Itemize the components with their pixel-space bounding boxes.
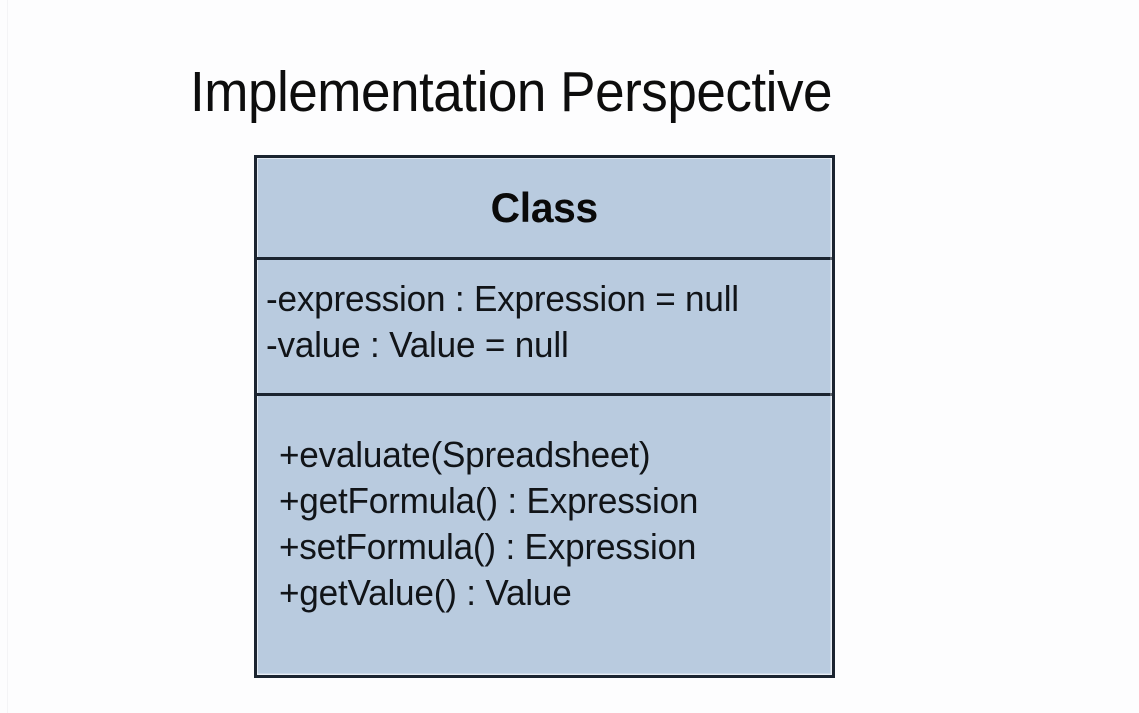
class-name: Class	[490, 183, 599, 231]
page-title: Implementation Perspective	[190, 60, 833, 124]
class-name-compartment: Class	[257, 158, 832, 260]
uml-class-box[interactable]: Class -expression : Expression = null -v…	[254, 155, 835, 678]
attribute-row: -value : Value = null	[266, 324, 569, 365]
operation-row: +setFormula() : Expression	[279, 526, 697, 567]
operation-row: +getFormula() : Expression	[279, 480, 699, 521]
class-operations-compartment: +evaluate(Spreadsheet) +getFormula() : E…	[257, 396, 832, 616]
attribute-row: -expression : Expression = null	[266, 278, 739, 319]
operation-row: +getValue() : Value	[279, 572, 572, 613]
slide-left-edge	[7, 0, 8, 713]
class-attributes-compartment: -expression : Expression = null -value :…	[257, 260, 832, 396]
operation-row: +evaluate(Spreadsheet)	[279, 434, 651, 475]
